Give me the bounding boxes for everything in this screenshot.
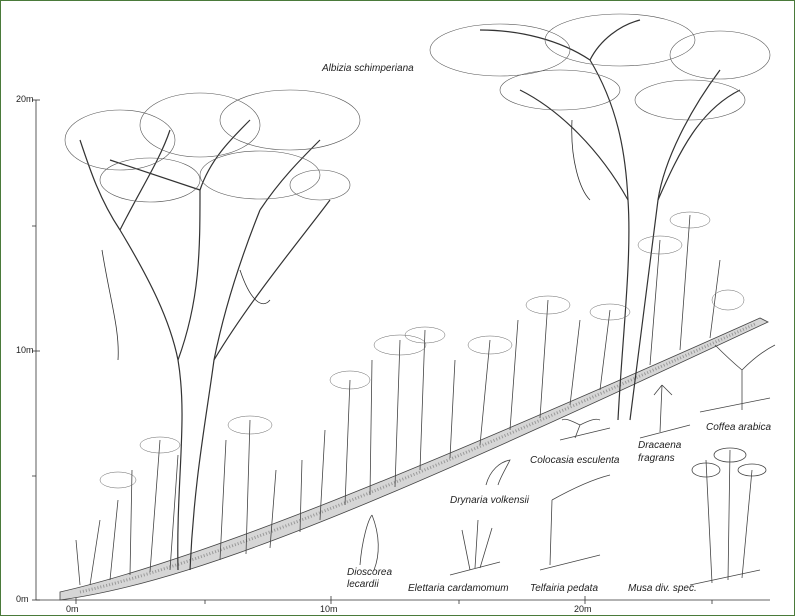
label-dioscorea-2: lecardii xyxy=(347,579,379,591)
label-drynaria: Drynaria volkensii xyxy=(450,495,529,507)
x-axis xyxy=(36,596,770,604)
label-dracaena-2: fragrans xyxy=(638,453,675,465)
label-albizia: Albizia schimperiana xyxy=(322,63,414,75)
label-elettaria: Elettaria cardamomum xyxy=(408,583,509,595)
label-musa: Musa div. spec. xyxy=(628,583,697,595)
label-dracaena-1: Dracaena xyxy=(638,440,681,452)
label-colocasia: Colocasia esculenta xyxy=(530,455,620,467)
x-tick-20m: 20m xyxy=(574,604,592,614)
y-tick-0m: 0m xyxy=(16,594,29,604)
label-telfairia: Telfairia pedata xyxy=(530,583,598,595)
label-coffea: Coffea arabica xyxy=(706,422,771,434)
label-dioscorea-1: Dioscorea xyxy=(347,567,392,579)
albizia-canopy-left xyxy=(65,90,360,202)
y-tick-20m: 20m xyxy=(16,94,34,104)
x-tick-10m: 10m xyxy=(320,604,338,614)
understory-plants xyxy=(76,215,720,585)
albizia-tree-right xyxy=(480,20,740,420)
x-tick-0m: 0m xyxy=(66,604,79,614)
y-tick-10m: 10m xyxy=(16,345,34,355)
